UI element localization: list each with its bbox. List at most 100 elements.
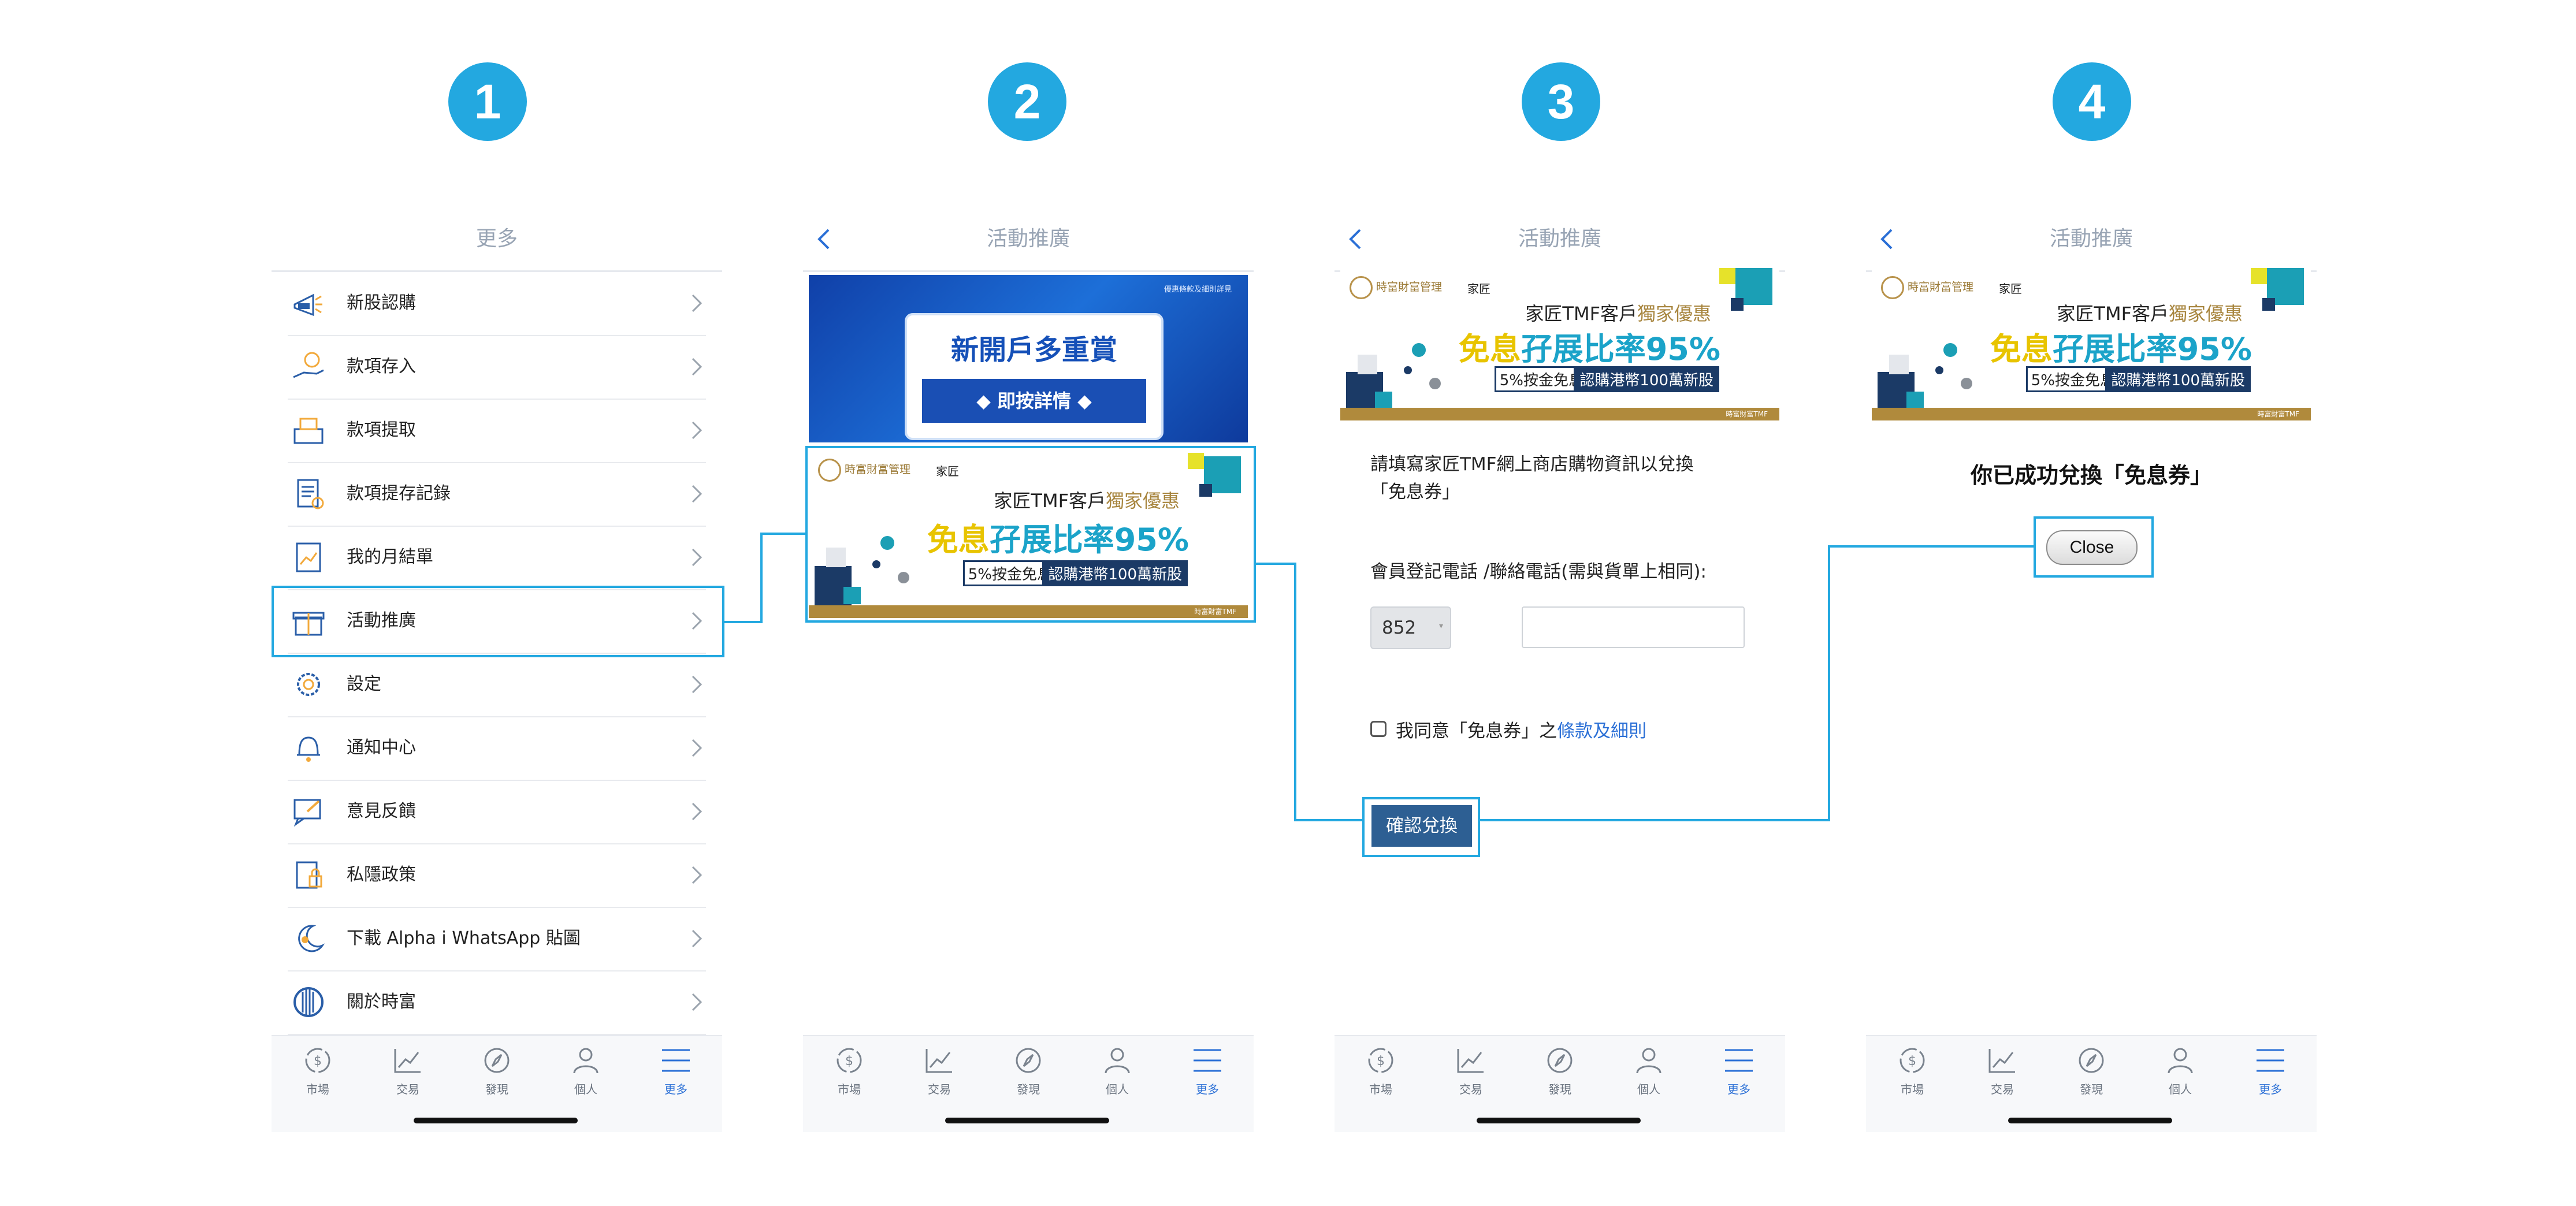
connector-line (1480, 819, 1830, 821)
back-arrow-icon[interactable] (813, 228, 837, 251)
promo-fineprint: 優惠條款及細則詳見 (1164, 285, 1232, 294)
tab-label: 發現 (1017, 1082, 1040, 1096)
connector-line (1294, 563, 1296, 821)
back-arrow-icon[interactable] (1876, 228, 1900, 251)
banner-footer: 時富財富TMF (809, 605, 1248, 618)
tab-trade[interactable]: 交易 (1436, 1044, 1506, 1108)
menu-item-withdraw[interactable]: 款項提取 (288, 399, 706, 463)
trade-chart-icon (1457, 1049, 1484, 1073)
tab-label: 發現 (485, 1082, 508, 1096)
ipo-megaphone-icon (293, 293, 322, 317)
banner-chip-ipo: 認購港幣100萬新股 (1574, 366, 1719, 392)
chevron-right-icon (692, 929, 702, 948)
menu-item-feedback[interactable]: 意見反饋 (288, 780, 706, 844)
menu-item-about[interactable]: 關於時富 (288, 970, 706, 1035)
tab-market[interactable]: $市場 (815, 1044, 884, 1108)
tab-trade[interactable]: 交易 (905, 1044, 974, 1108)
tab-more[interactable]: 更多 (1173, 1044, 1242, 1108)
phone-number-input[interactable] (1522, 606, 1745, 648)
tab-market[interactable]: $市場 (283, 1044, 352, 1108)
tab-trade[interactable]: 交易 (1968, 1044, 2037, 1108)
company-logo: 時富財富管理 (1881, 276, 1973, 299)
screen-redeem-form: 活動推廣 時富財富管理 家匠 家匠TMF客戶獨家優惠 免息孖展比率95% 5%按… (1335, 208, 1785, 1132)
tab-label: 發現 (1548, 1082, 1571, 1096)
bottom-tab-bar: $市場 交易 發現 個人 更多 (1335, 1035, 1785, 1132)
tab-more[interactable]: 更多 (2236, 1044, 2305, 1108)
deco-dot (872, 560, 880, 568)
step-4-badge: 4 (2053, 62, 2131, 141)
menu-item-promotions[interactable]: 活動推廣 (288, 589, 706, 654)
close-button[interactable]: Close (2046, 530, 2138, 565)
deco-dot (1961, 378, 1972, 389)
step-1-badge: 1 (448, 62, 527, 141)
bell-icon (297, 736, 320, 762)
company-logo: 時富財富管理 (818, 459, 910, 482)
banner-big-text: 免息孖展比率95% (1458, 331, 1720, 367)
back-arrow-icon[interactable] (1345, 228, 1368, 251)
menu-item-deposit[interactable]: 款項存入 (288, 335, 706, 400)
tab-personal[interactable]: 個人 (551, 1044, 620, 1108)
promo-banner-tmf: 時富財富管理 家匠 家匠TMF客戶獨家優惠 免息孖展比率95% 5%按金免息 認… (1340, 268, 1779, 420)
connector-line (1256, 563, 1296, 565)
trade-chart-icon (925, 1049, 952, 1073)
home-indicator (945, 1118, 1109, 1123)
record-document-icon (297, 479, 324, 509)
banner-chip-deposit: 5%按金免息 (962, 560, 1057, 586)
tab-trade[interactable]: 交易 (373, 1044, 443, 1108)
tab-more[interactable]: 更多 (641, 1044, 711, 1108)
tab-personal[interactable]: 個人 (2146, 1044, 2215, 1108)
page-title: 活動推廣 (803, 208, 1254, 272)
screen-redeem-success: 活動推廣 時富財富管理 家匠 家匠TMF客戶獨家優惠 免息孖展比率95% 5%按… (1866, 208, 2317, 1132)
tab-discover[interactable]: 發現 (462, 1044, 531, 1108)
tab-discover[interactable]: 發現 (1525, 1044, 1594, 1108)
tab-label: 交易 (1459, 1082, 1482, 1096)
connector-line (1294, 819, 1363, 821)
menu-item-records[interactable]: 款項提存記錄 (288, 462, 706, 527)
chevron-right-icon (692, 421, 702, 440)
promo-banner-new-account[interactable]: 優惠條款及細則詳見 新開戶多重賞 ◆ 即按詳情 ◆ (809, 275, 1248, 442)
deco-square (2251, 268, 2267, 284)
menu-item-notifications[interactable]: 通知中心 (288, 716, 706, 781)
deco-square (1731, 298, 1744, 311)
tab-label: 交易 (1991, 1082, 2014, 1096)
screen-promotions: 活動推廣 優惠條款及細則詳見 新開戶多重賞 ◆ 即按詳情 ◆ 時富財富管理 家匠… (803, 208, 1254, 1132)
promo-banner-tmf: 時富財富管理 家匠 家匠TMF客戶獨家優惠 免息孖展比率95% 5%按金免息 認… (1872, 268, 2311, 420)
menu-item-privacy[interactable]: 私隱政策 (288, 843, 706, 908)
tab-label: 市場 (1369, 1082, 1392, 1096)
promo-banner-tmf[interactable]: 時富財富管理 家匠 家匠TMF客戶獨家優惠 免息孖展比率95% 5%按金免息 認… (809, 451, 1248, 618)
tab-personal[interactable]: 個人 (1083, 1044, 1152, 1108)
deco-dot (880, 536, 894, 550)
deco-dot (1412, 343, 1426, 357)
tab-market[interactable]: $市場 (1346, 1044, 1415, 1108)
highlight-close-button (2034, 516, 2154, 578)
gift-icon (292, 612, 325, 636)
home-indicator (1477, 1118, 1641, 1123)
terms-link[interactable]: 條款及細則 (1557, 721, 1646, 742)
tab-more[interactable]: 更多 (1704, 1044, 1774, 1108)
tab-discover[interactable]: 發現 (994, 1044, 1063, 1108)
compass-icon (2079, 1048, 2104, 1073)
tab-label: 市場 (1901, 1082, 1924, 1096)
country-code-select[interactable]: 852 ▾ (1370, 606, 1451, 649)
highlight-tmf-banner (805, 446, 1256, 623)
tab-market[interactable]: $市場 (1878, 1044, 1947, 1108)
tab-label: 個人 (1106, 1082, 1129, 1096)
menu-item-statement[interactable]: 我的月結單 (288, 526, 706, 590)
menu-item-settings[interactable]: 設定 (288, 653, 706, 717)
tab-label: 市場 (306, 1082, 329, 1096)
menu-item-whatsapp-stickers[interactable]: 下載 Alpha i WhatsApp 貼圖 (288, 907, 706, 972)
tab-discover[interactable]: 發現 (2057, 1044, 2126, 1108)
trade-chart-icon (1988, 1049, 2015, 1073)
tab-personal[interactable]: 個人 (1614, 1044, 1683, 1108)
compass-icon (484, 1048, 510, 1073)
menu-label: 款項提存記錄 (347, 483, 451, 504)
menu-item-ipo[interactable]: 新股認購 (288, 271, 706, 336)
privacy-lock-icon (296, 861, 322, 889)
connector-line (724, 621, 763, 623)
promo-detail-button[interactable]: ◆ 即按詳情 ◆ (922, 379, 1146, 423)
banner-headline: 家匠TMF客戶獨家優惠 (2057, 303, 2243, 325)
confirm-redeem-button[interactable]: 確認兌換 (1371, 805, 1472, 847)
chevron-right-icon (692, 675, 702, 694)
agree-checkbox[interactable] (1370, 721, 1386, 737)
deco-dot (1404, 366, 1412, 374)
